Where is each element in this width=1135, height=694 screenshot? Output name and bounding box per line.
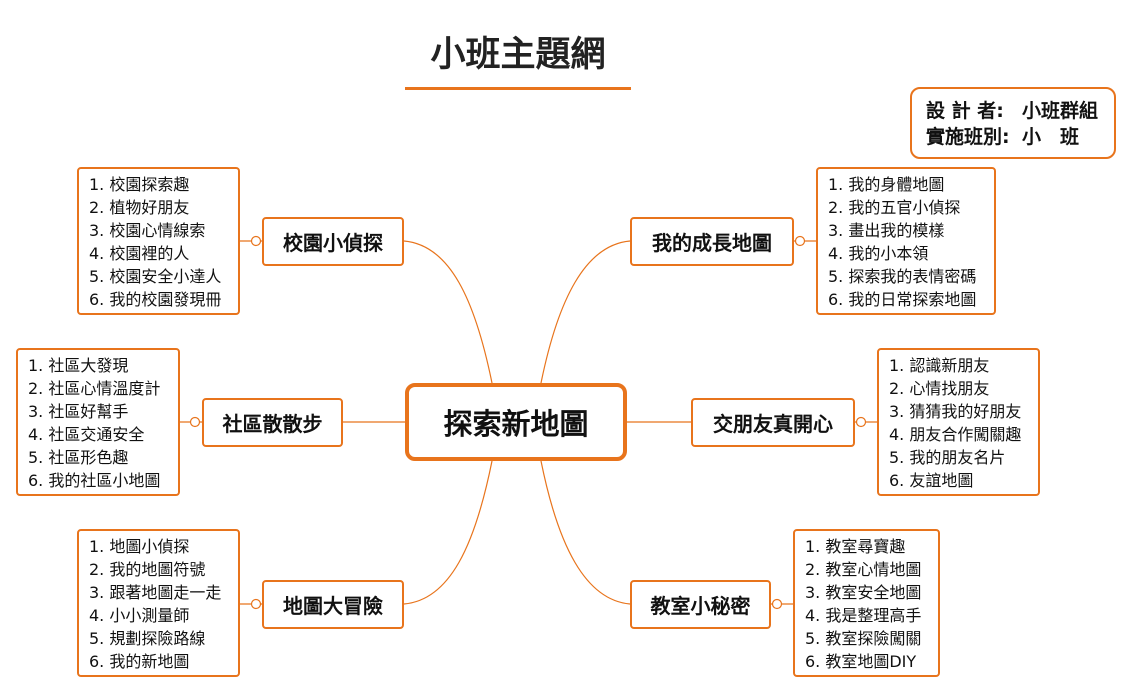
- list-item: 6. 友誼地圖: [889, 471, 974, 490]
- designer-value: 小班群組: [1022, 100, 1099, 122]
- list-item: 5. 規劃探險路線: [89, 629, 206, 648]
- title-underline: [405, 87, 631, 90]
- list-item: 6. 教室地圖DIY: [805, 652, 917, 671]
- list-item: 1. 社區大發現: [28, 356, 129, 375]
- list-item: 4. 我是整理高手: [805, 606, 922, 625]
- connector-knob-5: [250, 598, 262, 610]
- list-item: 1. 校園探索趣: [89, 175, 190, 194]
- class-label: 實施班別:: [926, 126, 1010, 148]
- list-item: 4. 我的小本領: [828, 244, 929, 263]
- topic-6-list: 1. 教室尋寶趣 2. 教室心情地圖 3. 教室安全地圖 4. 我是整理高手 5…: [793, 529, 940, 677]
- list-item: 1. 教室尋寶趣: [805, 537, 906, 556]
- list-item: 1. 我的身體地圖: [828, 175, 945, 194]
- topic-3-list: 1. 社區大發現 2. 社區心情溫度計 3. 社區好幫手 4. 社區交通安全 5…: [16, 348, 180, 496]
- list-item: 3. 猜猜我的好朋友: [889, 402, 1022, 421]
- topic-1-node: 校園小偵探: [262, 217, 404, 266]
- designer-label: 設 計 者:: [926, 100, 1004, 122]
- topic-1-list: 1. 校園探索趣 2. 植物好朋友 3. 校園心情線索 4. 校園裡的人 5. …: [77, 167, 240, 315]
- list-item: 5. 我的朋友名片: [889, 448, 1006, 467]
- connector-knob-3: [189, 416, 201, 428]
- list-item: 2. 我的地圖符號: [89, 560, 206, 579]
- list-item: 1. 認識新朋友: [889, 356, 990, 375]
- list-item: 1. 地圖小偵探: [89, 537, 190, 556]
- topic-2-node: 我的成長地圖: [630, 217, 794, 266]
- connector-knob-6: [771, 598, 783, 610]
- topic-4-node: 交朋友真開心: [691, 398, 855, 447]
- list-item: 3. 社區好幫手: [28, 402, 129, 421]
- list-item: 3. 跟著地圖走一走: [89, 583, 222, 602]
- list-item: 5. 探索我的表情密碼: [828, 267, 977, 286]
- page-title: 小班主題網: [430, 35, 606, 75]
- topic-3-node: 社區散散步: [202, 398, 343, 447]
- list-item: 4. 小小測量師: [89, 606, 190, 625]
- list-item: 2. 教室心情地圖: [805, 560, 922, 579]
- topic-5-list: 1. 地圖小偵探 2. 我的地圖符號 3. 跟著地圖走一走 4. 小小測量師 5…: [77, 529, 240, 677]
- designer-info-box: 設 計 者: 小班群組 實施班別: 小 班: [910, 87, 1116, 159]
- connector-center-topic-2: [540, 240, 631, 384]
- connector-center-topic-5: [403, 460, 493, 605]
- connector-knob-1: [250, 235, 262, 247]
- list-item: 6. 我的社區小地圖: [28, 471, 161, 490]
- center-node: 探索新地圖: [405, 383, 627, 461]
- list-item: 3. 教室安全地圖: [805, 583, 922, 602]
- list-item: 5. 社區形色趣: [28, 448, 129, 467]
- topic-4-list: 1. 認識新朋友 2. 心情找朋友 3. 猜猜我的好朋友 4. 朋友合作闖關趣 …: [877, 348, 1040, 496]
- list-item: 2. 我的五官小偵探: [828, 198, 961, 217]
- connector-knob-4: [855, 416, 867, 428]
- topic-6-node: 教室小秘密: [630, 580, 771, 629]
- list-item: 3. 畫出我的模樣: [828, 221, 945, 240]
- connector-center-topic-6: [540, 460, 631, 605]
- list-item: 4. 社區交通安全: [28, 425, 145, 444]
- list-item: 6. 我的日常探索地圖: [828, 290, 977, 309]
- list-item: 5. 教室探險闖關: [805, 629, 922, 648]
- topic-5-node: 地圖大冒險: [262, 580, 404, 629]
- connector-knob-2: [794, 235, 806, 247]
- list-item: 4. 校園裡的人: [89, 244, 190, 263]
- connector-center-topic-1: [403, 240, 493, 384]
- topic-2-list: 1. 我的身體地圖 2. 我的五官小偵探 3. 畫出我的模樣 4. 我的小本領 …: [816, 167, 996, 315]
- list-item: 3. 校園心情線索: [89, 221, 206, 240]
- list-item: 2. 植物好朋友: [89, 198, 190, 217]
- list-item: 2. 社區心情溫度計: [28, 379, 161, 398]
- list-item: 6. 我的校園發現冊: [89, 290, 222, 309]
- list-item: 2. 心情找朋友: [889, 379, 990, 398]
- list-item: 6. 我的新地圖: [89, 652, 190, 671]
- class-value: 小 班: [1022, 126, 1080, 148]
- list-item: 4. 朋友合作闖關趣: [889, 425, 1022, 444]
- list-item: 5. 校園安全小達人: [89, 267, 222, 286]
